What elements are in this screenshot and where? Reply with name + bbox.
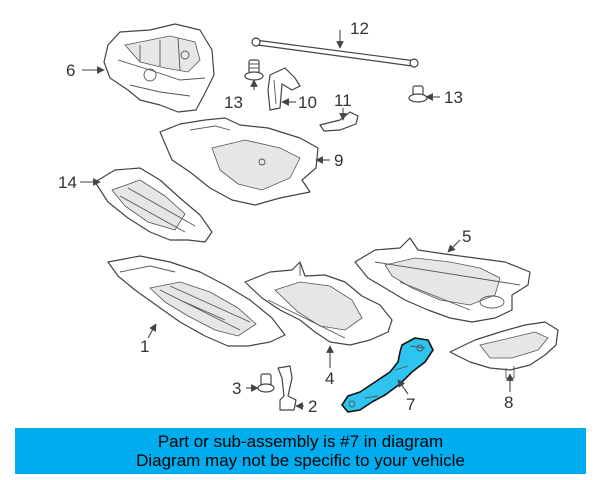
- part-8-bracket[interactable]: [449, 321, 559, 379]
- callout-12: 12: [350, 19, 369, 38]
- part-6-engine-cover[interactable]: [103, 23, 215, 113]
- callout-10: 10: [298, 93, 317, 112]
- info-banner: Part or sub-assembly is #7 in diagram Di…: [15, 428, 586, 474]
- callout-labels: 6 12 13 10 11 13 9 14 5 1 4 3 2 7 8: [58, 19, 513, 416]
- part-4-shield[interactable]: [244, 261, 393, 346]
- callout-14: 14: [58, 173, 77, 192]
- part-1-splash-shield[interactable]: [107, 255, 286, 347]
- leader-lines: [80, 30, 514, 410]
- part-10-bracket[interactable]: [267, 67, 301, 111]
- part-9-shield[interactable]: [159, 117, 319, 206]
- part-13-bolt-left[interactable]: [244, 59, 264, 81]
- part-12-rod[interactable]: [251, 37, 419, 68]
- callout-4: 4: [325, 369, 334, 388]
- callout-3: 3: [232, 379, 241, 398]
- callout-13-left: 13: [224, 93, 243, 112]
- part-3-bolt[interactable]: [257, 373, 275, 393]
- banner-line-2: Diagram may not be specific to your vehi…: [136, 451, 465, 470]
- callout-13-right: 13: [444, 88, 463, 107]
- part-2-bracket[interactable]: [277, 365, 297, 411]
- callout-1: 1: [140, 337, 149, 356]
- callout-6: 6: [66, 61, 75, 80]
- part-7-highlighted-bracket[interactable]: [341, 337, 434, 413]
- callout-2: 2: [308, 397, 317, 416]
- callout-5: 5: [462, 227, 471, 246]
- callout-11: 11: [334, 91, 352, 110]
- banner-line-1: Part or sub-assembly is #7 in diagram: [157, 432, 444, 451]
- callout-9: 9: [334, 151, 343, 170]
- part-11-bracket[interactable]: [319, 111, 359, 132]
- part-14-shield[interactable]: [94, 167, 213, 243]
- part-13-bolt-right[interactable]: [408, 85, 428, 103]
- callout-8: 8: [504, 393, 513, 412]
- part-5-shield[interactable]: [354, 237, 531, 323]
- callout-7: 7: [406, 395, 415, 414]
